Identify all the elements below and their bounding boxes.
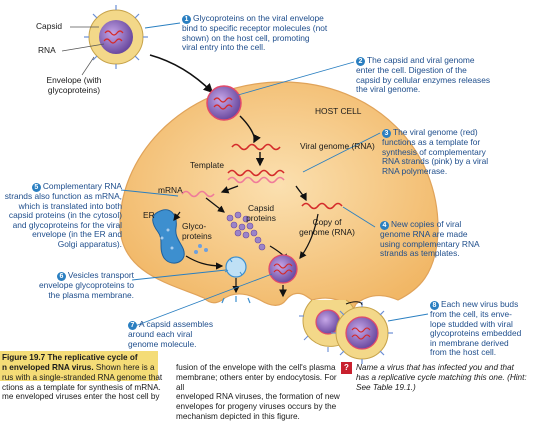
transport-vesicle	[224, 256, 247, 278]
step-3-text: The viral genome (red) functions as a te…	[382, 127, 489, 176]
capsid-protein-cluster	[226, 211, 266, 251]
caption-question: Name a virus that has infected you and t…	[356, 363, 527, 392]
caption-body-left: n enveloped RNA virus. Shown here is a r…	[2, 363, 302, 402]
label-template: Template	[190, 160, 224, 170]
label-copy-of-genome: Copy of genome (RNA)	[299, 217, 355, 237]
step-8-text: Each new virus buds from the cell, its e…	[430, 299, 522, 358]
endoplasmic-reticulum	[152, 209, 185, 264]
label-capsid: Capsid	[36, 21, 63, 31]
template-rna	[227, 169, 285, 177]
step-6-number: 6	[56, 272, 66, 281]
viral-genome-rna	[231, 143, 281, 151]
question-badge: ?	[341, 362, 352, 374]
step-7-number: 7	[128, 321, 137, 330]
membrane-glycoproteins	[221, 296, 251, 304]
step-7-text: A capsid assembles around each viral gen…	[128, 319, 214, 349]
step-3-number: 3	[382, 129, 391, 138]
label-er: ER	[143, 210, 155, 220]
label-capsid-proteins: Capsid proteins	[246, 203, 276, 223]
glycoprotein-cluster	[194, 244, 208, 254]
step-5-text: Complementary RNA strands also function …	[4, 181, 122, 249]
step-8-number: 8	[430, 301, 439, 310]
complementary-rna	[227, 176, 285, 184]
caption-title-highlight	[0, 351, 158, 381]
step-1-text: Glycoproteins on the viral envelope bind…	[182, 13, 328, 53]
progeny-virus	[331, 302, 393, 364]
step-4-number: 4	[380, 221, 389, 230]
genome-copy-rna	[301, 202, 343, 210]
step-6-text: Vesicles transport envelope glycoprotein…	[39, 270, 134, 300]
label-host-cell: HOST CELL	[315, 106, 362, 116]
mrna-strand	[181, 190, 215, 198]
assembled-capsid	[268, 254, 298, 284]
step-2-number: 2	[356, 57, 365, 66]
label-rna: RNA	[38, 45, 56, 55]
caption-body-middle: fusion of the envelope with the cell's p…	[176, 363, 340, 421]
step-2-text: The capsid and viral genome enter the ce…	[356, 55, 491, 95]
caption-body-left-text: Shown here is a rus with a single-strand…	[2, 363, 163, 402]
step-5-number: 5	[31, 183, 41, 192]
step-1-number: 1	[182, 15, 191, 24]
label-glycoproteins: Glyco- proteins	[182, 221, 212, 241]
step-4-text: New copies of viral genome RNA are made …	[380, 219, 480, 259]
label-viral-genome: Viral genome (RNA)	[300, 141, 375, 151]
label-envelope: Envelope (with glycoproteins)	[46, 75, 102, 95]
label-mrna: mRNA	[158, 185, 183, 195]
caption-title-line1: Figure 19.7 The replicative cycle of	[2, 353, 138, 362]
caption-title-line2: n enveloped RNA virus.	[2, 363, 94, 372]
envelope-glycoprotein-spikes	[84, 5, 148, 69]
virus-entering	[88, 9, 144, 65]
capsid-in-cell	[206, 85, 242, 121]
